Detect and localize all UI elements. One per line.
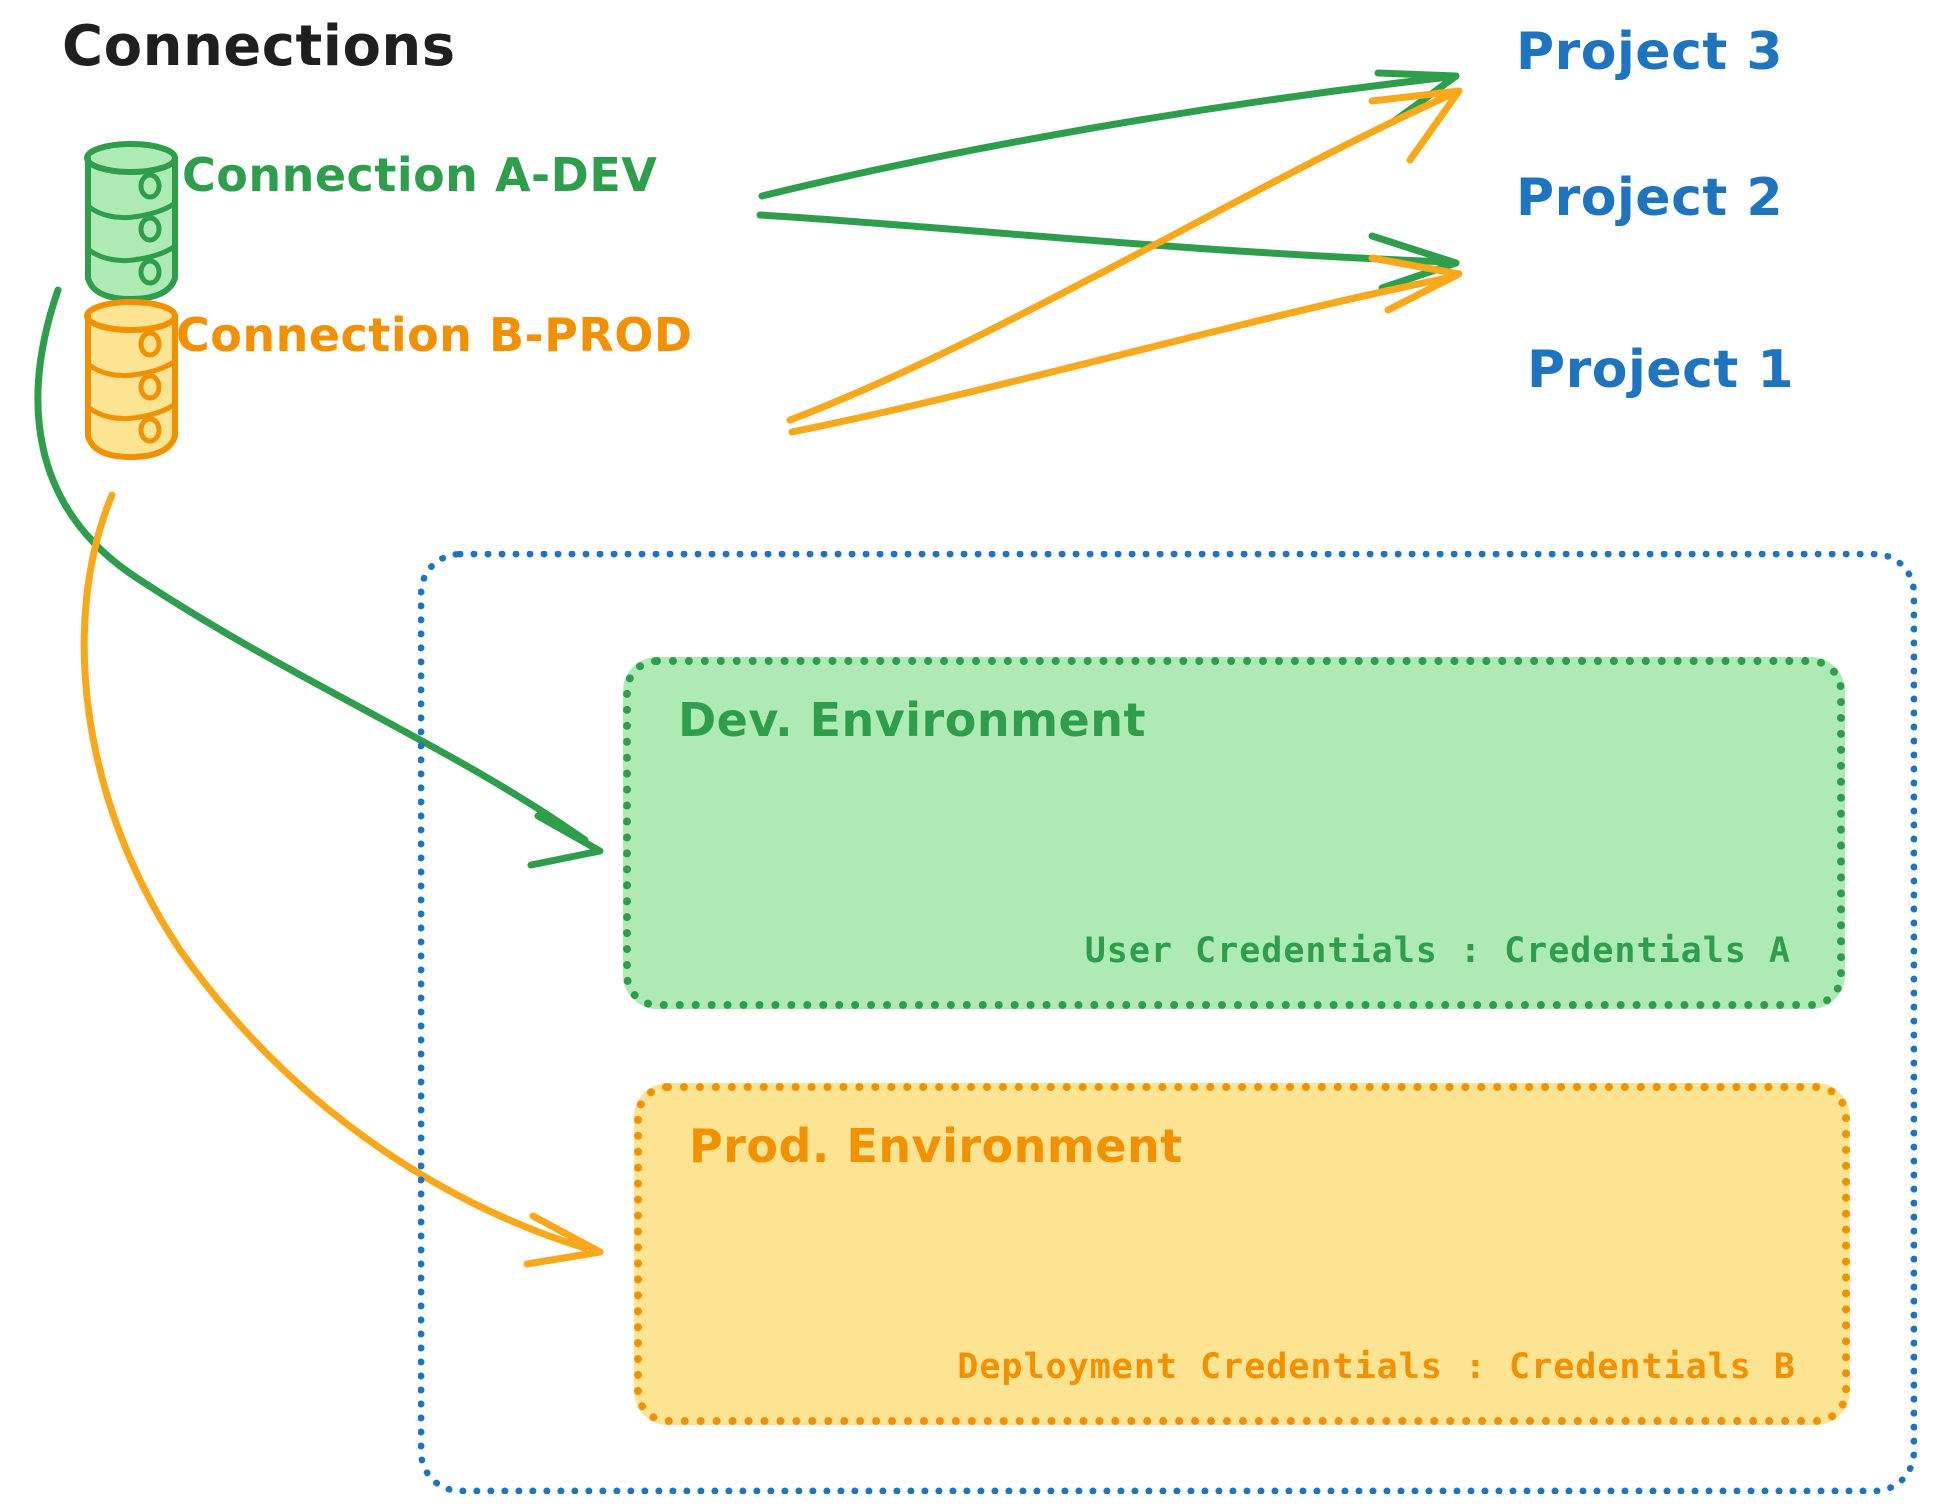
dev-environment-title: Dev. Environment	[678, 693, 1146, 747]
prod-environment-title: Prod. Environment	[689, 1119, 1183, 1173]
connection-a-dev-label: Connection A-DEV	[182, 148, 658, 202]
dev-environment-box: Dev. Environment User Credentials : Cred…	[623, 657, 1845, 1009]
project-3-label: Project 3	[1516, 22, 1784, 82]
page-title: Connections	[62, 14, 456, 79]
database-icon-b-prod	[84, 299, 178, 461]
arrow-b-prod-to-project-3	[786, 87, 1463, 424]
arrow-b-prod-to-project-2	[788, 254, 1463, 436]
arrow-a-dev-to-project-3	[758, 69, 1460, 200]
project-1-label: Project 1	[1527, 340, 1795, 400]
arrow-b-prod-to-prod-environment	[80, 491, 604, 1268]
project-1-container	[418, 551, 1917, 1494]
project-2-label: Project 2	[1516, 168, 1784, 228]
database-icon-a-dev	[84, 141, 178, 303]
connection-b-prod-label: Connection B-PROD	[176, 308, 693, 362]
arrow-a-dev-to-dev-environment	[34, 286, 604, 869]
prod-environment-box: Prod. Environment Deployment Credentials…	[634, 1083, 1850, 1425]
dev-environment-credentials: User Credentials : Credentials A	[1084, 931, 1791, 971]
arrow-a-dev-to-project-2	[756, 211, 1460, 292]
prod-environment-credentials: Deployment Credentials : Credentials B	[957, 1347, 1796, 1387]
